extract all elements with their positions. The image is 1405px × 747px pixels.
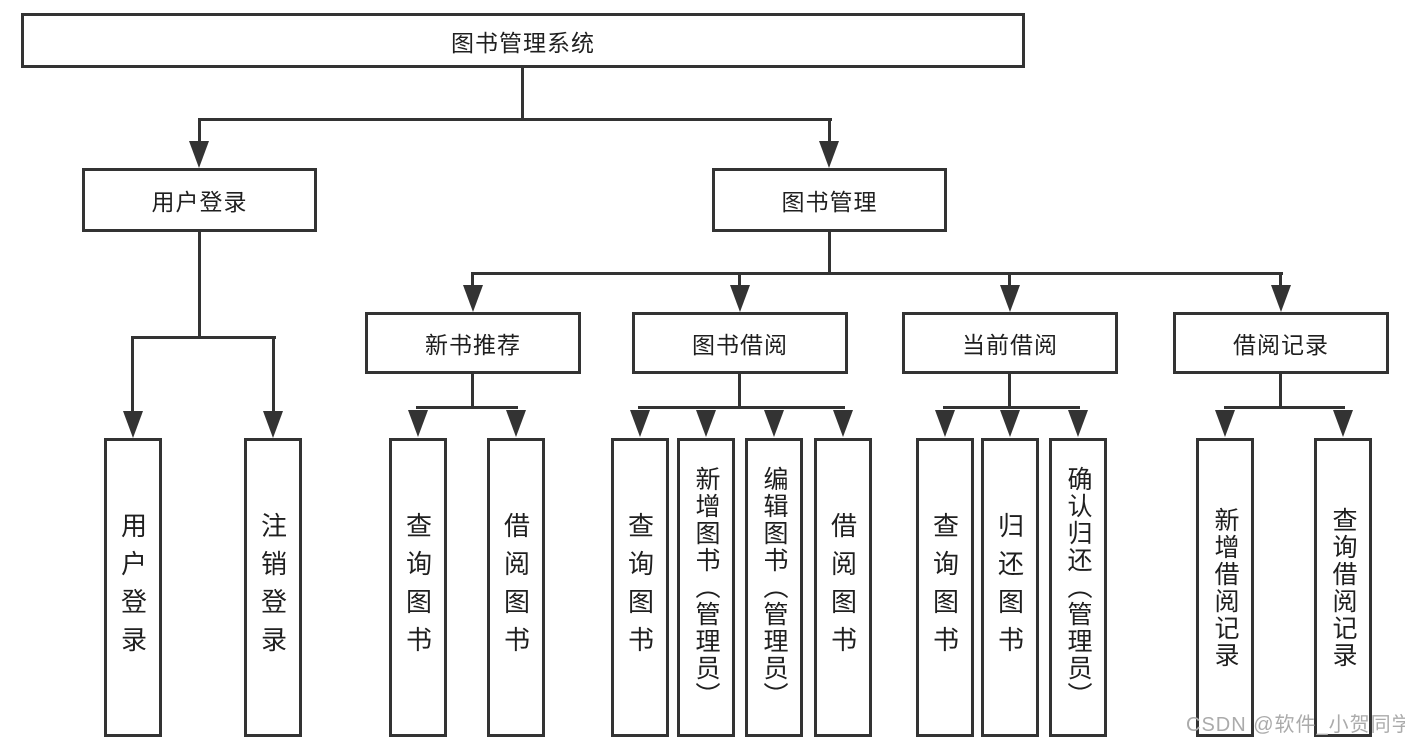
connector-line [131,336,276,339]
connector-line [198,118,832,121]
node-new-book-recommend: 新书推荐 [365,312,581,374]
node-label: 查询图书 [402,511,433,664]
node-label: 新增借阅记录 [1211,506,1239,669]
connector-line [943,406,1080,409]
arrow-down-icon [1068,410,1088,437]
node-label: 新增图书（管理员） [692,466,720,709]
node-current-borrow: 当前借阅 [902,312,1118,374]
connector-line [416,406,518,409]
node-leaf-add-borrow-record: 新增借阅记录 [1196,438,1254,737]
node-leaf-add-book-admin: 新增图书（管理员） [677,438,735,737]
node-leaf-query-books-current: 查询图书 [916,438,974,737]
connector-line [471,272,1283,275]
connector-line [198,121,201,145]
node-label: 借阅记录 [1233,332,1329,358]
node-label: 用户登录 [117,511,148,664]
node-label: 查询图书 [929,511,960,664]
arrow-down-icon [730,285,750,312]
arrow-down-icon [123,411,143,438]
node-book-management: 图书管理 [712,168,947,232]
arrow-down-icon [263,411,283,438]
node-label: 用户登录 [151,189,248,215]
arrow-down-icon [1000,410,1020,437]
arrow-down-icon [819,141,839,168]
connector-line [1279,374,1282,409]
node-leaf-query-borrow-record: 查询借阅记录 [1314,438,1372,737]
node-book-borrow: 图书借阅 [632,312,848,374]
arrow-down-icon [463,285,483,312]
arrow-down-icon [833,410,853,437]
connector-line [638,406,845,409]
node-user-login: 用户登录 [82,168,317,232]
node-borrow-records: 借阅记录 [1173,312,1389,374]
arrow-down-icon [189,141,209,168]
node-label: 查询借阅记录 [1329,506,1357,669]
node-label: 确认归还（管理员） [1064,466,1092,709]
connector-line [738,275,741,288]
node-label: 图书管理系统 [451,29,595,56]
connector-line [471,275,474,288]
node-label: 新书推荐 [425,332,521,358]
arrow-down-icon [506,410,526,437]
arrow-down-icon [764,410,784,437]
node-leaf-query-books-recommend: 查询图书 [389,438,447,737]
node-label: 注销登录 [257,511,288,664]
connector-line [131,339,134,411]
node-leaf-user-login: 用户登录 [104,438,162,737]
watermark: CSDN @软件_小贺同学 [1186,714,1405,736]
connector-line [1224,406,1345,409]
node-label: 借阅图书 [500,511,531,664]
arrow-down-icon [1215,410,1235,437]
node-label: 图书管理 [781,189,878,215]
connector-line [828,232,831,275]
node-leaf-borrow-books-recommend: 借阅图书 [487,438,545,737]
node-leaf-borrow-books: 借阅图书 [814,438,872,737]
connector-line [1279,275,1282,288]
arrow-down-icon [1000,285,1020,312]
node-leaf-confirm-return-admin: 确认归还（管理员） [1049,438,1107,737]
connector-line [471,374,474,409]
arrow-down-icon [1333,410,1353,437]
node-label: 图书借阅 [692,332,788,358]
node-label: 当前借阅 [962,332,1058,358]
node-leaf-edit-book-admin: 编辑图书（管理员） [745,438,803,737]
connector-line [521,68,524,121]
node-root: 图书管理系统 [21,13,1025,68]
connector-line [1008,374,1011,409]
connector-line [738,374,741,409]
arrow-down-icon [935,410,955,437]
node-label: 归还图书 [994,511,1025,664]
connector-line [272,339,275,411]
node-label: 借阅图书 [827,511,858,664]
node-label: 编辑图书（管理员） [760,466,788,709]
connector-line [1008,275,1011,288]
connector-line [828,121,831,145]
arrow-down-icon [1271,285,1291,312]
node-leaf-logout: 注销登录 [244,438,302,737]
node-leaf-return-books: 归还图书 [981,438,1039,737]
connector-line [198,232,201,339]
arrow-down-icon [408,410,428,437]
arrow-down-icon [630,410,650,437]
arrow-down-icon [696,410,716,437]
node-leaf-query-books-borrow: 查询图书 [611,438,669,737]
node-label: 查询图书 [624,511,655,664]
